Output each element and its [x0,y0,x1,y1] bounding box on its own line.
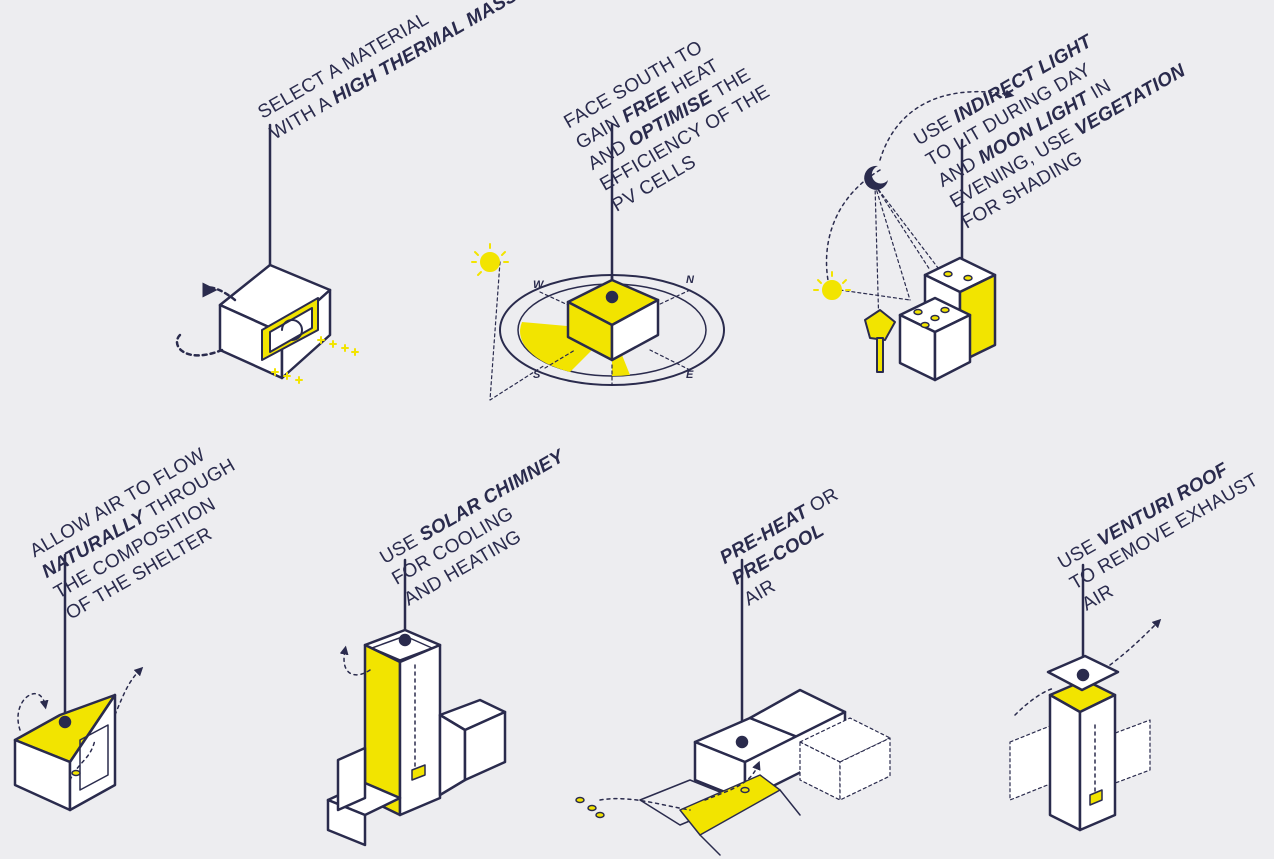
compass-s: S [533,369,541,381]
thermal-mass-flow-arrow [202,282,237,302]
solar-chimney-illustration [326,558,507,847]
compass-rays [539,289,691,386]
venturi-tower-left [1048,693,1082,832]
natural-flow-side [68,693,117,812]
chimney-vent [371,635,433,661]
face-south-leader-dot [605,290,619,304]
thermal-mass-rotation-icon [281,319,303,341]
base-right [933,313,972,382]
face-south-illustration [471,123,725,401]
sun-icon-indirect [813,271,851,300]
thermal-mass-illustration [175,123,359,384]
chimney-intake [411,764,426,781]
thermal-mass-heat-marks [271,336,359,384]
venturi-leader-dot [1076,668,1090,682]
chimney-wing-front [326,798,367,847]
natural-flow-inflow-arrow [17,692,49,731]
chimney-exhaust-arrow [339,645,371,676]
venturi-ghost-blocks [1009,719,1151,801]
venturi-roof-illustration [1009,563,1162,832]
tree-canopy [864,309,896,341]
pre-heat-up-arrow [704,760,761,801]
sun-path [825,169,881,291]
chimney-wing-left [336,746,367,812]
venturi-intake [1089,789,1103,806]
pre-heat-leader-dot [735,735,749,749]
face-south-box-right [610,298,660,362]
thermal-mass-flow-curve [175,333,224,357]
natural-flow-leader-dot [58,715,72,729]
thermal-mass-opening [269,307,313,353]
tree-trunk [876,337,884,373]
moon-icon [864,165,888,190]
compass-n: N [686,274,695,286]
pre-heat-intake-holes [575,786,750,819]
venturi-exhaust-arrow [1109,618,1162,666]
natural-flow-vent [71,769,81,777]
pre-heat-ground-line [699,789,801,856]
moon-path-arrow [879,89,1015,161]
pre-heat-illustration [575,558,891,856]
indirect-light-illustration [813,89,1015,382]
venturi-tower-right [1078,693,1117,832]
pre-heat-ghost-block [799,717,891,801]
compass-e: E [686,369,694,381]
venturi-wind-in [1014,687,1056,716]
sun-angle-guide [489,261,546,401]
pre-heat-intake-flow [599,797,691,811]
sun-icon-south [471,243,509,276]
natural-flow-internal [69,739,96,781]
chimney-right [398,643,442,817]
chimney-wing-right-front [438,713,467,797]
chimney-wing-right-side [463,710,507,782]
natural-flow-illustration [13,553,144,812]
skylight-holes [913,270,973,329]
solar-chimney-leader-dot [398,633,412,647]
compass-w: W [533,279,545,291]
natural-flow-outflow-arrow [114,666,144,716]
